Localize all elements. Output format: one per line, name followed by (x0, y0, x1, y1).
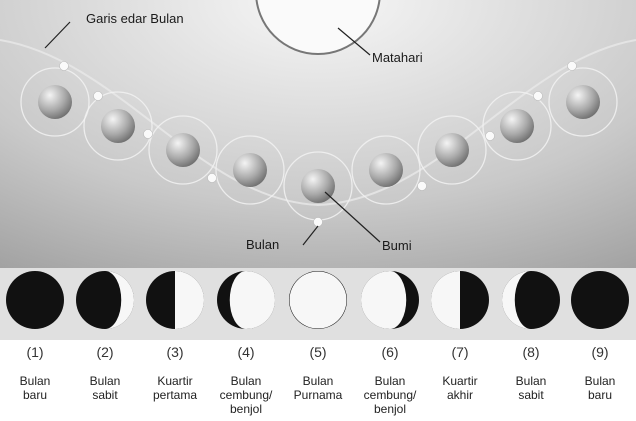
earth-sphere (166, 133, 200, 167)
phase-caption: Bulan cembung/ benjol (219, 374, 273, 416)
phase-number: (6) (381, 344, 399, 360)
orbit-diagram (0, 0, 636, 340)
phase-caption: Kuartir pertama (152, 374, 198, 402)
phase-caption: Bulan cembung/ benjol (363, 374, 417, 416)
moon-orbit-circle (215, 135, 285, 205)
moon-orbit-circle (20, 67, 90, 137)
phase-caption: Bulan baru (19, 374, 51, 402)
orbit-leader-line (44, 21, 71, 49)
phase-caption: Bulan Purnama (293, 374, 343, 402)
moon-orbit-circle (148, 115, 218, 185)
phase-number: (8) (522, 344, 540, 360)
phase-number: (5) (309, 344, 327, 360)
phase-number: (1) (26, 344, 44, 360)
phase-number: (7) (451, 344, 469, 360)
earth-leader-line (324, 191, 381, 243)
moon-dot (533, 91, 543, 101)
moon-orbit-circle (548, 67, 618, 137)
moon-dot (93, 91, 103, 101)
moon-phase-disc (6, 271, 64, 329)
moon-leader-line (302, 225, 319, 246)
sun-leader-line (337, 27, 371, 56)
phase-number: (2) (96, 344, 114, 360)
earth-label: Bumi (382, 238, 412, 253)
sun (255, 0, 381, 55)
earth-sphere (38, 85, 72, 119)
moon-orbit-circle (351, 135, 421, 205)
moon-orbit-circle (482, 91, 552, 161)
earth-sphere (435, 133, 469, 167)
moon-dot (313, 217, 323, 227)
phase-caption: Kuartir akhir (442, 374, 478, 402)
phase-number: (4) (237, 344, 255, 360)
moon-orbit-circle (417, 115, 487, 185)
earth-sphere (500, 109, 534, 143)
phase-number: (9) (591, 344, 609, 360)
moon-lit-area (431, 271, 460, 329)
moon-lit-area (361, 271, 407, 329)
earth-sphere (566, 85, 600, 119)
moon-dot (59, 61, 69, 71)
earth-sphere (233, 153, 267, 187)
moon-dot (143, 129, 153, 139)
phase-caption: Bulan sabit (89, 374, 121, 402)
phase-caption: Bulan baru (584, 374, 616, 402)
phase-caption: Bulan sabit (515, 374, 547, 402)
moon-lit-area (289, 271, 347, 329)
phase-discs (6, 271, 629, 329)
moon-label: Bulan (246, 237, 280, 252)
earth-sphere (301, 169, 335, 203)
orbit-label: Garis edar Bulan (86, 11, 184, 26)
moon-dot (485, 131, 495, 141)
moon-lit-area (502, 271, 531, 329)
moon-phase-disc (571, 271, 629, 329)
moon-dot (417, 181, 427, 191)
moon-dot (207, 173, 217, 183)
moon-lit-area (105, 271, 134, 329)
moon-lit-area (175, 271, 204, 329)
moon-orbit-circle (83, 91, 153, 161)
sun-label: Matahari (372, 50, 423, 65)
earth-sphere (101, 109, 135, 143)
earth-orbit-path (0, 39, 636, 207)
earth-positions (20, 61, 618, 227)
phase-number: (3) (166, 344, 184, 360)
moon-lit-area (229, 271, 275, 329)
moon-dot (567, 61, 577, 71)
earth-sphere (369, 153, 403, 187)
